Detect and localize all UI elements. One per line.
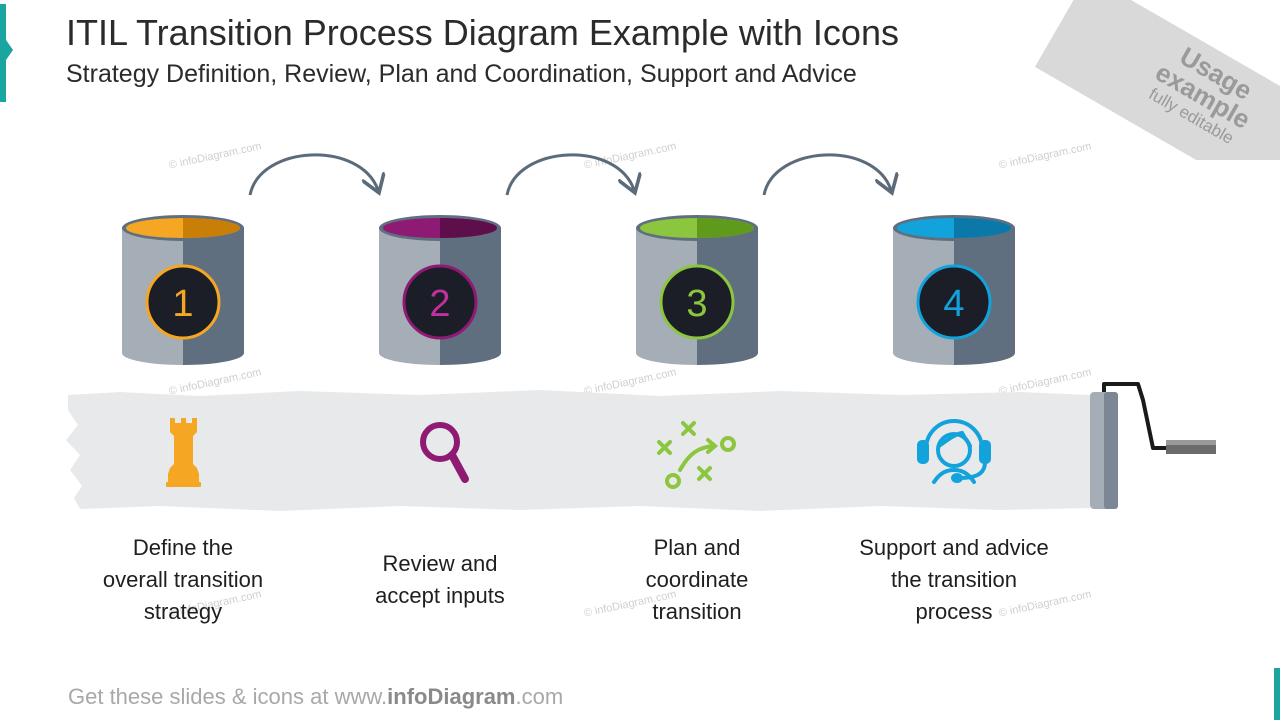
page-subtitle: Strategy Definition, Review, Plan and Co… <box>66 60 857 88</box>
footer-link[interactable]: Get these slides & icons at www.infoDiag… <box>68 684 563 710</box>
chess-rook-icon <box>166 418 201 487</box>
strategy-play-icon <box>657 421 736 489</box>
step-number: 4 <box>943 283 964 325</box>
magnifier-icon <box>420 422 469 483</box>
footer-suffix: .com <box>515 684 564 709</box>
flow-arrow <box>762 153 891 195</box>
step-description: Plan and coordinate transition <box>645 535 749 624</box>
footer-prefix: Get these slides & icons at www. <box>68 684 388 709</box>
bucket-step-4 <box>893 215 1015 365</box>
headset-support-icon <box>917 419 991 484</box>
bucket-step-2 <box>379 215 501 365</box>
accent-bar <box>0 4 6 102</box>
page-title: ITIL Transition Process Diagram Example … <box>66 12 899 53</box>
step-number: 1 <box>172 283 193 325</box>
step-number: 2 <box>429 283 450 325</box>
bucket-step-3 <box>636 215 758 365</box>
step-description: Define the overall transition strategy <box>102 535 264 624</box>
flow-arrow <box>248 153 378 195</box>
paint-stroke <box>66 390 1090 511</box>
step-number: 3 <box>686 283 707 325</box>
bucket-step-1 <box>122 215 244 365</box>
accent-notch <box>6 40 13 60</box>
flow-arrow <box>505 153 634 195</box>
step-description: Support and advice the transition proces… <box>859 535 1049 624</box>
step-description: Review and accept inputs <box>375 551 505 608</box>
corner-accent-bar <box>1274 668 1280 720</box>
footer-brand: infoDiagram <box>387 684 516 709</box>
paint-roller-icon <box>1090 382 1216 509</box>
